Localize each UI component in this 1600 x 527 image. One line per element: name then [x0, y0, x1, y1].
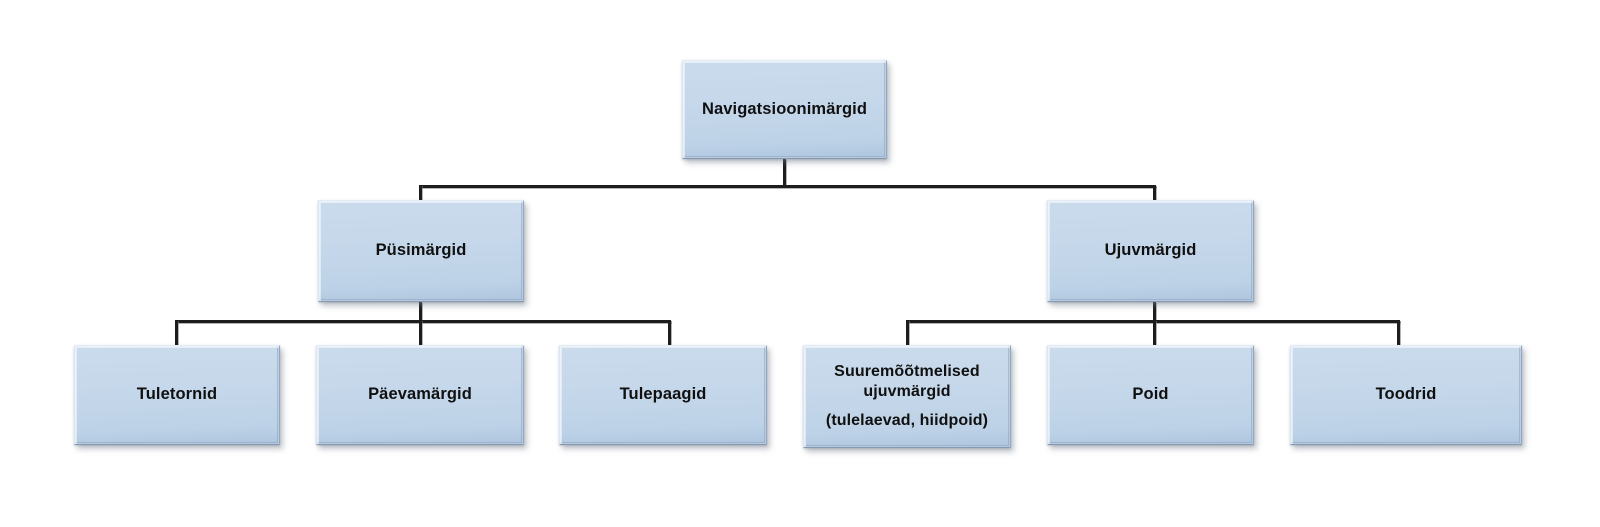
connector-ujuvmargid-stem: [1153, 302, 1156, 322]
node-tuletornid[interactable]: Tuletornid: [74, 345, 280, 445]
node-tulepaagid[interactable]: Tulepaagid: [559, 345, 767, 445]
node-paevamargid[interactable]: Päevamärgid: [316, 345, 524, 445]
node-ujuvmargid[interactable]: Ujuvmärgid: [1047, 200, 1254, 302]
node-suuremootmelised-ujuvmargid[interactable]: Suuremõõtmelised ujuvmärgid (tulelaevad,…: [803, 345, 1011, 448]
node-label: Ujuvmärgid: [1104, 241, 1197, 260]
node-poid[interactable]: Poid: [1047, 345, 1254, 445]
connector-level2-left-bus: [175, 320, 671, 323]
node-label-line2: ujuvmärgid: [863, 382, 951, 400]
node-label: Püsimärgid: [375, 241, 467, 260]
connector-root-stem: [783, 159, 786, 187]
connector-level1-bus: [419, 185, 1156, 188]
connector-to-poid: [1153, 320, 1156, 347]
connector-to-pusimargid: [419, 185, 422, 202]
node-pusimargid[interactable]: Püsimärgid: [318, 200, 524, 302]
node-label: Navigatsioonimärgid: [701, 99, 868, 118]
node-label: Tulepaagid: [619, 385, 707, 404]
node-label-line3: (tulelaevad, hiidpoid): [825, 412, 989, 430]
node-label: Päevamärgid: [368, 385, 472, 404]
connector-to-tuletornid: [175, 320, 178, 347]
node-label: Poid: [1132, 385, 1169, 404]
node-label: Tuletornid: [136, 385, 218, 404]
connector-pusimargid-stem: [419, 302, 422, 322]
connector-to-tulepaagid: [668, 320, 671, 347]
connector-to-toodrid: [1397, 320, 1400, 347]
connector-to-suuremootmelised: [906, 320, 909, 347]
node-label: Toodrid: [1375, 385, 1437, 404]
node-toodrid[interactable]: Toodrid: [1290, 345, 1522, 445]
node-label-line1: Suuremõõtmelised: [834, 363, 980, 381]
node-navigatsioonimargid[interactable]: Navigatsioonimärgid: [682, 60, 887, 159]
node-label-stack: Suuremõõtmelised ujuvmärgid (tulelaevad,…: [804, 362, 1010, 431]
connector-to-ujuvmargid: [1153, 185, 1156, 202]
connector-to-paevamargid: [419, 320, 422, 347]
